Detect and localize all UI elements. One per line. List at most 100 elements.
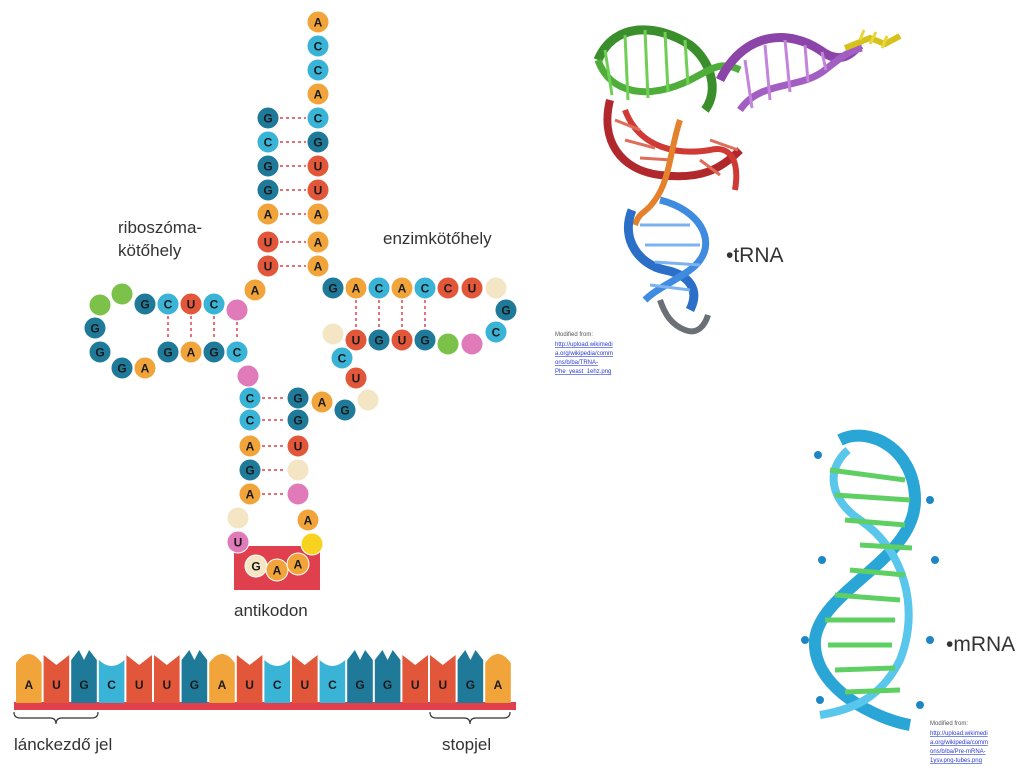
anticodon-stem-right-nucleotide-letter: U	[294, 440, 303, 454]
acceptor-3prime-nucleotide: A	[307, 203, 329, 225]
d-arm-bottom-nucleotide: C	[226, 341, 248, 363]
acceptor-5prime-nucleotide: A	[257, 203, 279, 225]
trna-credit-link-3[interactable]: ons/b/ba/TRNA-	[555, 360, 598, 366]
t-arm-top-nucleotide-letter: U	[468, 282, 477, 296]
acceptor-5prime-nucleotide: C	[257, 131, 279, 153]
mrna-3d-structure-image	[801, 436, 939, 725]
anticodon-stem-left-nucleotide	[237, 365, 259, 387]
acceptor-5prime-nucleotide: G	[257, 107, 279, 129]
acceptor-3prime-nucleotide-letter: A	[314, 236, 323, 250]
anticodon-loop-nucleotide: U	[227, 531, 249, 553]
d-loop-nucleotide: G	[111, 357, 133, 379]
t-arm-top-nucleotide-letter: C	[375, 282, 384, 296]
mrna-credit-link-2[interactable]: a.org/wikipedia/comm	[930, 740, 988, 746]
mrna-base: C	[320, 660, 346, 703]
anticodon-stem-left-nucleotide: A	[239, 435, 261, 457]
acceptor-5prime-nucleotide: U	[257, 255, 279, 277]
variable-loop-nucleotide: A	[311, 391, 333, 413]
mrna-base-letter: G	[79, 678, 88, 692]
mrna-credit-link-3[interactable]: ons/b/ba/Pre-mRNA-	[930, 749, 986, 755]
acceptor-3prime-nucleotide: A	[307, 83, 329, 105]
mrna-base: U	[154, 655, 180, 703]
d-loop-nucleotide-letter: G	[117, 362, 126, 376]
d-arm-top-nucleotide: U	[180, 293, 202, 315]
mrna-base-letter: A	[494, 678, 503, 692]
anticodon-stem-right-nucleotide: G	[287, 409, 309, 431]
acceptor-junction-nucleotide-letter: A	[314, 260, 323, 274]
mrna-base-letter: G	[383, 678, 392, 692]
anticodon-stem-right-nucleotide	[287, 459, 309, 481]
d-arm-bottom-nucleotide-letter: G	[209, 346, 218, 360]
t-loop-nucleotide	[485, 277, 507, 299]
anticodon-stem-left-nucleotide: A	[239, 483, 261, 505]
t-arm-bottom-nucleotide-letter: U	[352, 334, 361, 348]
t-arm-top-nucleotide-letter: G	[328, 282, 337, 296]
t-arm-bottom-nucleotide: G	[368, 329, 390, 351]
trna-credit-link-1[interactable]: http://upload.wikimedi	[555, 342, 613, 348]
anticodon-stem-right-nucleotide: G	[287, 387, 309, 409]
mrna-base-letter: U	[245, 678, 254, 692]
acceptor-5prime-nucleotide-letter: A	[264, 208, 273, 222]
d-arm-top-nucleotide-letter: G	[140, 298, 149, 312]
t-arm-top-nucleotide: U	[461, 277, 483, 299]
d-loop-nucleotide: A	[134, 357, 156, 379]
anticodon-loop-nucleotide	[227, 507, 249, 529]
mrna-base-letter: G	[355, 678, 364, 692]
t-loop-nucleotide-letter: C	[492, 326, 501, 340]
acceptor-3prime-nucleotide-letter: A	[314, 208, 323, 222]
t-arm-bottom-nucleotide-letter: G	[374, 334, 383, 348]
acceptor-5prime-nucleotide-letter: U	[264, 236, 273, 250]
acceptor-3prime-nucleotide: C	[307, 107, 329, 129]
mrna-base: G	[71, 650, 97, 703]
t-loop-nucleotide-letter: G	[501, 304, 510, 318]
acceptor-5prime-nucleotide: U	[257, 231, 279, 253]
d-arm-top-nucleotide-letter: C	[164, 298, 173, 312]
trna-credit-prefix: Modified from:	[555, 332, 593, 338]
anticodon-stem-left-nucleotide-letter: G	[245, 464, 254, 478]
enzyme-site-label: enzimkötőhely	[383, 229, 492, 248]
acceptor-5prime-nucleotide-letter: C	[264, 136, 273, 150]
t-arm-top-nucleotide-letter: A	[352, 282, 361, 296]
mrna-base-letter: C	[328, 678, 337, 692]
d-loop-nucleotide	[111, 283, 133, 305]
acceptor-3prime-nucleotide-letter: U	[314, 160, 323, 174]
mrna-base-letter: G	[466, 678, 475, 692]
acceptor-3prime-nucleotide: A	[307, 11, 329, 33]
start-signal-brace	[14, 712, 98, 724]
d-arm-top-nucleotide: C	[157, 293, 179, 315]
mrna-base-letter: A	[24, 678, 33, 692]
anticodon-nucleotide: A	[266, 559, 288, 581]
anticodon-stem-left-nucleotide-letter: C	[246, 392, 255, 406]
mrna-base: A	[209, 654, 235, 703]
mrna-credit-link-1[interactable]: http://upload.wikimedi	[930, 731, 988, 737]
acceptor-3prime-nucleotide: A	[307, 231, 329, 253]
variable-loop-nucleotide: C	[331, 347, 353, 369]
mrna-base: U	[44, 655, 70, 703]
t-arm-top-nucleotide-letter: C	[444, 282, 453, 296]
mrna-base: G	[375, 650, 401, 703]
anticodon-stem-left-nucleotide-letter: A	[246, 488, 255, 502]
variable-loop-nucleotide	[357, 389, 379, 411]
mrna-backbone	[14, 702, 516, 710]
trna-credit-link-2[interactable]: a.org/wikipedia/comm	[555, 351, 613, 357]
anticodon-loop-nucleotide-letter: A	[304, 514, 313, 528]
d-loop-nucleotide-letter: G	[90, 322, 99, 336]
mrna-base-letter: C	[273, 678, 282, 692]
acceptor-5prime-nucleotide-letter: G	[263, 112, 272, 126]
acceptor-5prime-nucleotide: G	[257, 179, 279, 201]
d-arm-bottom-nucleotide-letter: A	[187, 346, 196, 360]
acceptor-3prime-nucleotide-letter: C	[314, 40, 323, 54]
mrna-credit-link-4[interactable]: 1ysv.png-tubes.png	[930, 758, 982, 764]
t-arm-top-nucleotide: A	[345, 277, 367, 299]
mrna-base: G	[347, 650, 373, 703]
t-loop-nucleotide: C	[485, 321, 507, 343]
anticodon-nucleotide: G	[245, 555, 267, 577]
junction-nucleotide: A	[244, 279, 266, 301]
anticodon-nucleotide-letter: A	[273, 564, 282, 578]
trna-credit-link-4[interactable]: Phe_yeast_1ehz.png	[555, 369, 611, 375]
t-loop-nucleotide	[437, 333, 459, 355]
t-arm-top-nucleotide-letter: A	[398, 282, 407, 296]
d-arm-bottom-nucleotide: A	[180, 341, 202, 363]
